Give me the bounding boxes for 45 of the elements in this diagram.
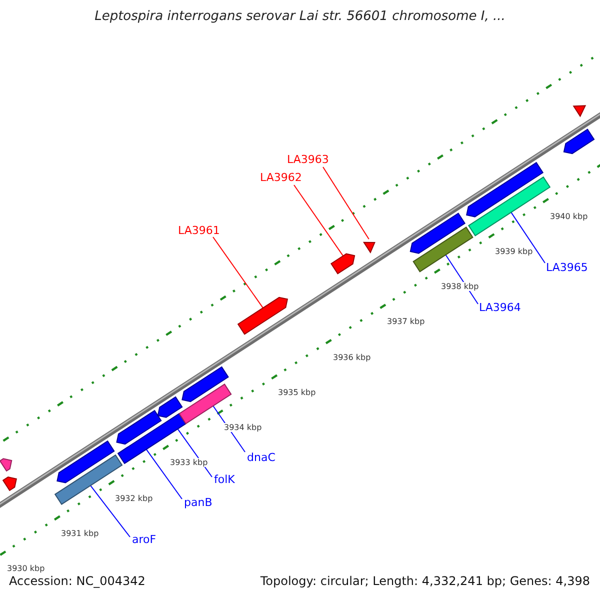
gene-label: dnaC	[247, 451, 276, 464]
gene-segment	[116, 410, 162, 445]
gene-segment	[238, 297, 288, 335]
title: Leptospira interrogans serovar Lai str. 56601 chromosome I, ...	[94, 9, 506, 24]
gene-marker	[363, 242, 375, 253]
gene-bar	[413, 227, 473, 272]
scale-label: 3938 kbp	[440, 282, 480, 291]
scale-label: 3932 kbp	[114, 494, 154, 503]
scale-label: 3934 kbp	[223, 423, 263, 432]
leader-line	[322, 166, 370, 240]
leader-line	[90, 485, 130, 538]
accession-text: Accession: NC_004342	[9, 574, 146, 588]
scale-label: 3937 kbp	[386, 317, 426, 326]
scale-label: 3931 kbp	[60, 529, 100, 538]
leader-line	[146, 448, 182, 500]
gene-segment	[3, 477, 17, 491]
gene-segment	[182, 366, 229, 402]
gene-segment	[331, 253, 355, 274]
gene-label: panB	[184, 496, 212, 509]
leader-line	[510, 212, 546, 264]
gene-segment	[57, 441, 115, 483]
gene-label: LA3962	[260, 171, 302, 184]
gene-segment	[563, 129, 595, 154]
gene-segment	[0, 458, 12, 471]
scale-label: 3940 kbp	[549, 212, 589, 221]
gene-segment	[466, 162, 543, 217]
gene-segment	[410, 213, 465, 254]
gene-marker	[573, 105, 586, 117]
leader-line	[294, 184, 344, 256]
scale-label: 3935 kbp	[277, 388, 317, 397]
gene-label: aroF	[132, 533, 156, 546]
gene-label: folK	[214, 473, 235, 486]
gene-bar	[179, 384, 232, 424]
scale-label: 3939 kbp	[494, 247, 534, 256]
gene-label: LA3965	[546, 261, 588, 274]
scale-label: 3933 kbp	[169, 458, 209, 467]
gene-segment	[157, 396, 183, 418]
gene-label: LA3964	[479, 301, 521, 314]
scale-label: 3936 kbp	[332, 353, 372, 362]
summary-text: Topology: circular; Length: 4,332,241 bp; Genes: 4,398	[260, 574, 590, 588]
gene-label: LA3963	[287, 153, 329, 166]
scale-label: 3930 kbp	[6, 564, 46, 573]
leader-line	[212, 236, 264, 308]
gene-bar	[468, 177, 550, 236]
gene-label: LA3961	[178, 224, 220, 237]
